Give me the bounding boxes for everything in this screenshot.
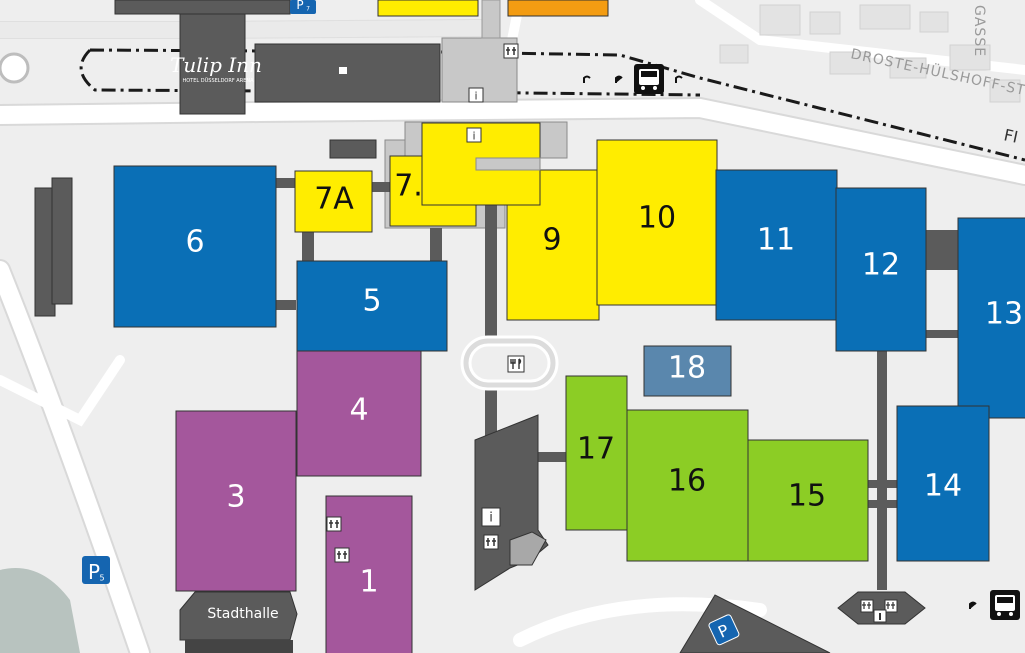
svg-text:P: P [88, 560, 100, 584]
svg-text:17: 17 [577, 432, 615, 467]
svg-text:15: 15 [788, 479, 826, 514]
walkway-7a-5 [302, 232, 314, 262]
info-icon[interactable]: i [468, 87, 484, 103]
lock-icon [583, 75, 591, 83]
hall-9-extension-grey [475, 157, 541, 171]
svg-text:10: 10 [638, 201, 676, 236]
toilet-icon[interactable] [483, 534, 499, 550]
svg-text:5: 5 [99, 574, 104, 583]
exhibition-halls: 1 3 4 5 6 7A 7.0-2 9 10 11 12 13 14 15 1… [113, 139, 1025, 653]
svg-text:11: 11 [757, 223, 795, 258]
hall-15[interactable]: 15 [746, 439, 869, 562]
building-arena-hotel [254, 43, 441, 103]
svg-text:18: 18 [668, 351, 706, 386]
stadthalle-label: Stadthalle [207, 606, 278, 622]
svg-text:7A: 7A [314, 182, 354, 217]
svg-text:14: 14 [924, 469, 962, 504]
toilet-icon[interactable] [884, 599, 898, 613]
lock-icon [675, 75, 683, 83]
parking-garage-icon[interactable]: P [708, 614, 740, 646]
bus-icon[interactable] [634, 64, 664, 94]
svg-text:16: 16 [668, 464, 706, 499]
hall-10[interactable]: 10 [596, 139, 718, 306]
lock-icon [969, 601, 977, 609]
walkway-17 [538, 452, 568, 462]
street-label-fi: FI [1002, 125, 1020, 146]
info-icon[interactable]: i [481, 507, 501, 527]
svg-text:3: 3 [226, 480, 245, 515]
lock-icon [339, 67, 347, 74]
hall-orange-top [507, 0, 609, 17]
walkway-central [485, 205, 497, 440]
hub-south-east [837, 591, 926, 625]
svg-text:1: 1 [359, 565, 378, 600]
parking-p7-icon[interactable]: P 7 [290, 0, 316, 14]
toilet-icon[interactable] [503, 43, 519, 59]
svg-text:4: 4 [349, 393, 368, 428]
svg-text:HOTEL DÜSSELDORF ARENA: HOTEL DÜSSELDORF ARENA [182, 77, 254, 84]
svg-text:P: P [296, 0, 303, 12]
svg-text:7: 7 [306, 6, 310, 13]
hall-5[interactable]: 5 [296, 260, 448, 352]
hall-yellow-top [377, 0, 479, 17]
stadthalle-base [185, 640, 293, 653]
walkway-6-5b [276, 300, 296, 310]
hall-18[interactable]: 18 [643, 345, 732, 397]
walkway-north [481, 0, 501, 39]
svg-text:5: 5 [362, 284, 381, 319]
walkway-7-5 [430, 228, 442, 262]
svg-text:13: 13 [985, 297, 1023, 332]
stadthalle-building [179, 591, 298, 641]
walkway-15-14 [868, 480, 898, 488]
svg-text:9: 9 [542, 223, 561, 258]
svg-text:i: i [472, 130, 475, 143]
info-icon[interactable] [873, 609, 887, 623]
hall-3[interactable]: 3 [175, 410, 297, 592]
hall-17[interactable]: 17 [565, 375, 628, 531]
walkway-15-14b [868, 500, 898, 508]
hall-13[interactable]: 13 [957, 217, 1025, 419]
hall-16[interactable]: 16 [626, 409, 749, 562]
svg-text:6: 6 [185, 225, 204, 260]
svg-text:i: i [474, 90, 477, 103]
residential-buildings [719, 4, 1021, 103]
street-label-gasse: GASSE [971, 5, 987, 57]
hall-6[interactable]: 6 [113, 165, 277, 328]
hotel-logo: Tulip Inn HOTEL DÜSSELDORF ARENA [170, 53, 262, 84]
hall-7a[interactable]: 7A [294, 170, 373, 233]
toilet-icon[interactable] [326, 516, 342, 532]
info-icon[interactable]: i [466, 127, 482, 143]
toilet-icon[interactable] [334, 547, 350, 563]
hall-4[interactable]: 4 [296, 349, 422, 477]
street-label-droste: DROSTE-HÜLSHOFF-STR. [849, 44, 1025, 102]
walkway-6-5 [276, 178, 296, 188]
hall-12[interactable]: 12 [835, 187, 927, 352]
building-top-left [114, 0, 291, 15]
lock-icon [615, 75, 623, 83]
svg-text:12: 12 [862, 248, 900, 283]
svg-text:Tulip Inn: Tulip Inn [170, 53, 262, 77]
roundabout [0, 52, 30, 84]
building-west-bar-2 [51, 177, 73, 305]
park-area [0, 568, 80, 653]
tram-track [79, 48, 1025, 162]
hall-11[interactable]: 11 [715, 169, 838, 321]
walkway-12-13b [925, 330, 960, 338]
building-south-central-light [509, 531, 547, 566]
hall-14[interactable]: 14 [896, 405, 990, 562]
walkway-7a-7 [372, 182, 390, 192]
building-small-dark [329, 139, 377, 159]
parking-p5-icon[interactable]: P 5 [82, 556, 110, 584]
building-tower [179, 13, 246, 115]
walkway-12-14 [877, 350, 887, 590]
svg-text:i: i [489, 511, 493, 526]
walkway-12-13 [925, 230, 960, 270]
restaurant-icon[interactable] [507, 355, 525, 373]
toilet-icon[interactable] [860, 599, 874, 613]
bus-icon[interactable] [990, 590, 1020, 620]
